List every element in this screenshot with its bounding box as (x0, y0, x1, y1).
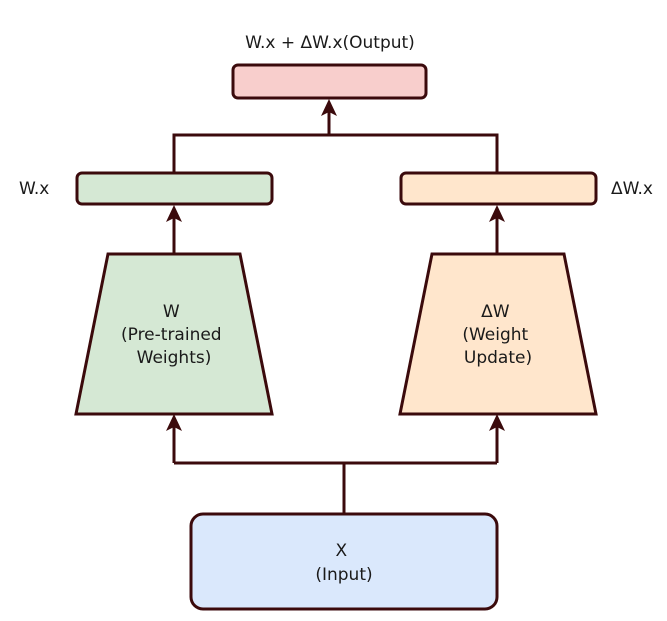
output-node: W.x + ΔW.x(Output) (231, 33, 428, 100)
weight-update-node: ΔW (Weight Update) (398, 252, 598, 416)
dwx-box (399, 171, 598, 206)
input-line-2: (Input) (315, 565, 372, 585)
update-line-3: Update) (464, 348, 532, 368)
connectors (166, 99, 505, 513)
pretrained-line-2: (Pre-trained (121, 325, 222, 345)
pretrained-weights-label: W (Pre-trained Weights) (121, 302, 227, 368)
weight-update-shape (398, 252, 598, 416)
arrowhead-dwx (489, 205, 505, 222)
input-line-1: X (335, 541, 347, 561)
arrowhead-update (489, 414, 505, 431)
edge-wx-to-merge (172, 133, 329, 172)
output-box (231, 63, 428, 100)
update-line-2: (Weight (462, 325, 528, 345)
wx-box (75, 171, 274, 206)
pretrained-line-1: W (163, 302, 180, 322)
edge-dwx-to-merge (329, 133, 499, 172)
arrowhead-output (321, 99, 337, 116)
pretrained-line-3: Weights) (137, 348, 212, 368)
input-box (189, 512, 499, 611)
dwx-node: ΔW.x (399, 171, 653, 206)
wx-label: W.x (19, 179, 49, 199)
weight-update-label: ΔW (Weight Update) (462, 302, 533, 368)
input-node: X (Input) (189, 512, 499, 611)
pretrained-weights-shape (74, 252, 274, 416)
update-line-1: ΔW (481, 302, 510, 322)
arrowhead-wx (166, 205, 182, 222)
pretrained-weights-node: W (Pre-trained Weights) (74, 252, 274, 416)
input-label: X (Input) (315, 541, 372, 585)
dwx-label: ΔW.x (611, 179, 653, 199)
wx-node: W.x (19, 171, 274, 206)
output-label: W.x + ΔW.x(Output) (245, 33, 415, 53)
arrowhead-pretrained (166, 414, 182, 431)
